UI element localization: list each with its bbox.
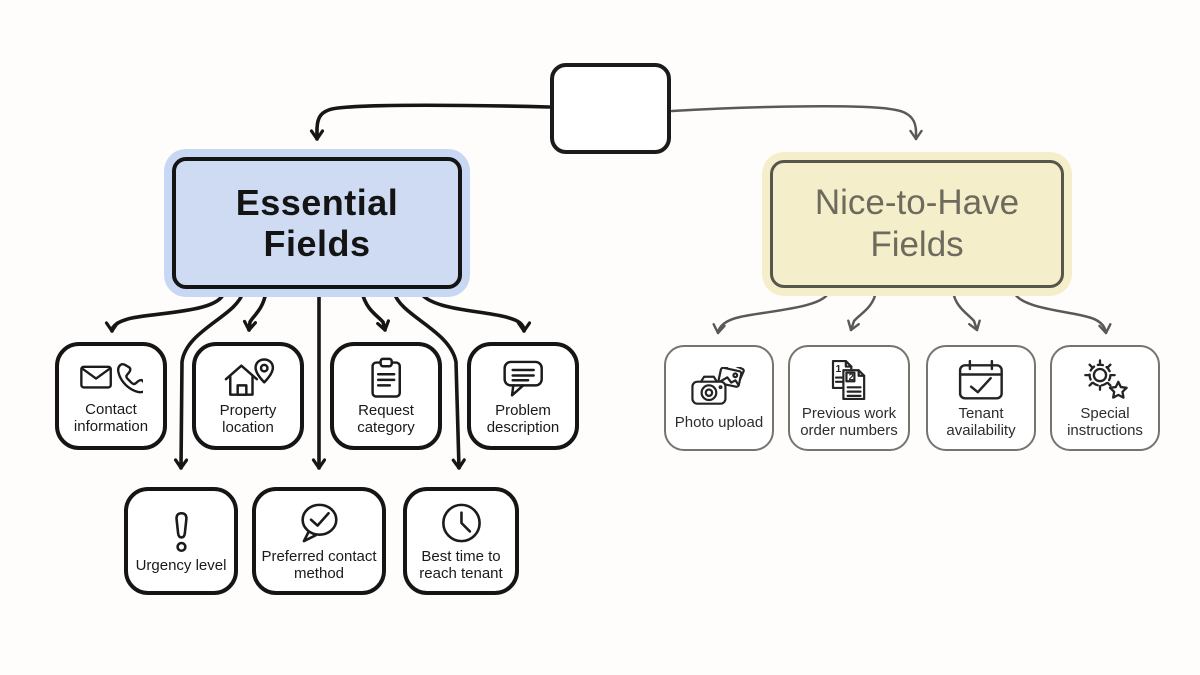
root-node bbox=[550, 63, 671, 154]
node-preferred-contact-method: Preferred contact method bbox=[252, 487, 386, 595]
node-label: Preferred contact method bbox=[261, 548, 377, 582]
house-pin-icon bbox=[221, 357, 275, 399]
node-urgency-level: Urgency level bbox=[124, 487, 238, 595]
node-best-time-to-reach-tenant: Best time to reach tenant bbox=[403, 487, 519, 595]
node-label: Tenant availability bbox=[946, 405, 1016, 439]
gear-star-icon bbox=[1078, 358, 1132, 402]
svg-text:2: 2 bbox=[849, 372, 854, 382]
branch-title: Nice-to-Have Fields bbox=[814, 183, 1020, 264]
node-contact-information: Contact information bbox=[55, 342, 167, 450]
node-label: Request category bbox=[357, 402, 415, 436]
node-label: Photo upload bbox=[674, 413, 764, 431]
clock-icon bbox=[433, 501, 490, 545]
branch-essential-fields: Essential Fields bbox=[172, 157, 462, 289]
svg-text:1: 1 bbox=[836, 364, 842, 375]
node-label: Urgency level bbox=[135, 556, 227, 574]
node-previous-work-order-numbers: 1 2 Previous work order numbers bbox=[788, 345, 910, 451]
node-problem-description: Problem description bbox=[467, 342, 579, 450]
envelope-phone-icon bbox=[79, 358, 143, 398]
branch-nice-to-have-fields: Nice-to-Have Fields bbox=[770, 160, 1064, 288]
branch-title: Essential Fields bbox=[235, 181, 399, 264]
node-label: Best time to reach tenant bbox=[419, 548, 503, 582]
speech-check-icon bbox=[291, 501, 348, 545]
exclamation-icon bbox=[153, 510, 210, 554]
node-label: Contact information bbox=[73, 401, 149, 435]
clipboard-icon bbox=[359, 357, 413, 399]
node-tenant-availability: Tenant availability bbox=[926, 345, 1036, 451]
node-label: Previous work order numbers bbox=[800, 405, 898, 439]
node-special-instructions: Special instructions bbox=[1050, 345, 1160, 451]
node-property-location: Property location bbox=[192, 342, 304, 450]
node-request-category: Request category bbox=[330, 342, 442, 450]
node-label: Property location bbox=[219, 402, 277, 436]
speech-bubble-icon bbox=[496, 357, 550, 399]
numbered-documents-icon: 1 2 bbox=[822, 358, 876, 402]
camera-photos-icon bbox=[690, 366, 749, 411]
node-label: Problem description bbox=[486, 402, 560, 436]
node-label: Special instructions bbox=[1067, 405, 1143, 439]
node-photo-upload: Photo upload bbox=[664, 345, 774, 451]
calendar-check-icon bbox=[954, 358, 1008, 402]
